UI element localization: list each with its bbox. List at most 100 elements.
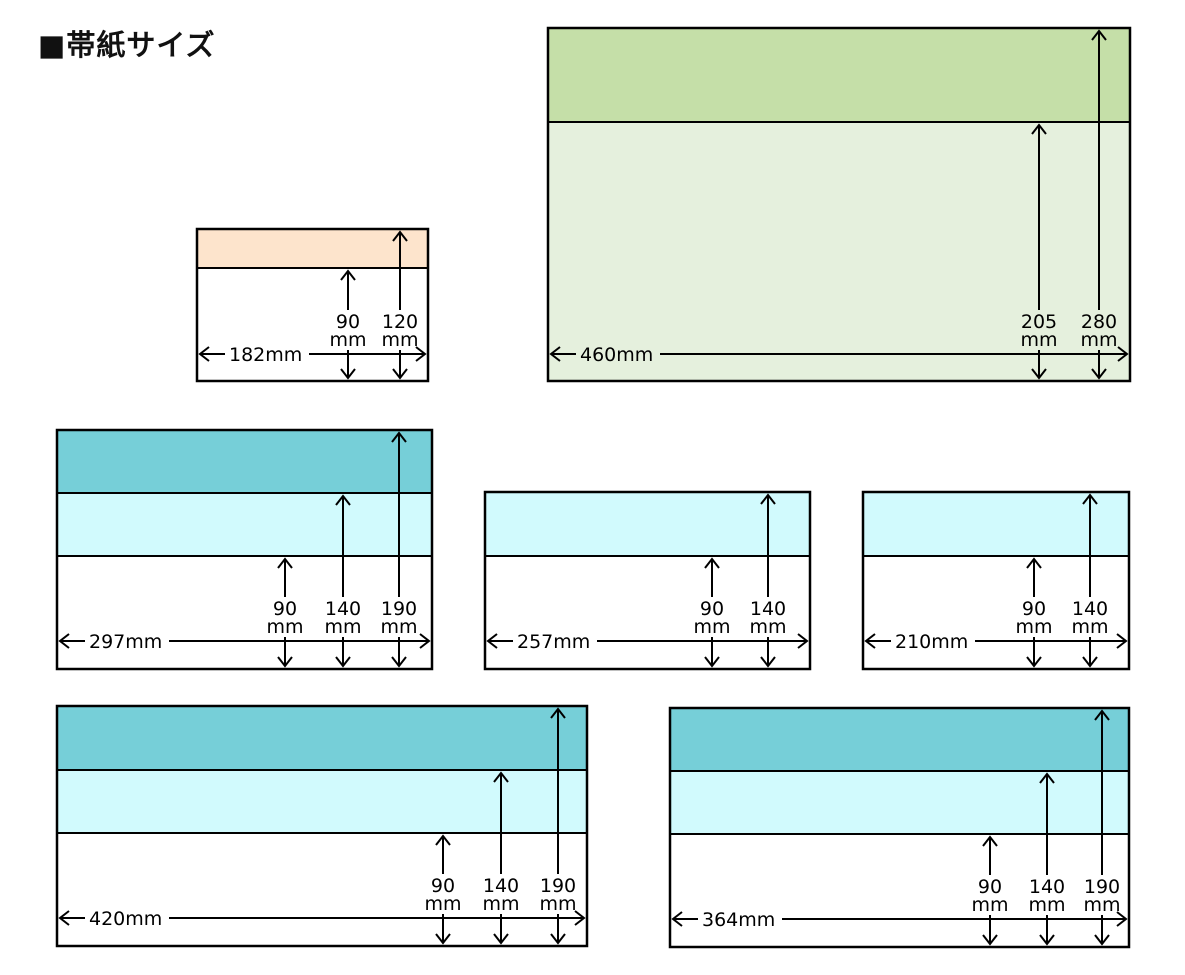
band-fill: [485, 492, 810, 556]
height-value: 90: [1022, 598, 1046, 620]
height-value: 90: [700, 598, 724, 620]
label-backing: [225, 342, 309, 366]
arrowhead-right-icon: [574, 910, 586, 926]
label-backing: [690, 597, 734, 637]
height-unit: mm: [749, 616, 786, 638]
width-dimension: 364mm: [671, 907, 1128, 931]
arrowhead-right-icon: [415, 346, 427, 362]
band-fill: [57, 493, 432, 556]
label-backing: [513, 629, 597, 653]
width-label: 257mm: [517, 631, 590, 653]
arrowhead-right-icon: [419, 633, 431, 649]
width-dimension: 460mm: [549, 342, 1129, 366]
panel-frame: [55, 704, 589, 948]
width-label: 420mm: [89, 908, 162, 930]
arrowhead-left-icon: [198, 346, 210, 362]
height-value: 140: [1029, 876, 1065, 898]
height-value: 90: [273, 598, 297, 620]
panel-frame: [668, 706, 1131, 949]
height-value: 90: [336, 311, 360, 333]
arrowhead-up-icon: [1031, 123, 1047, 135]
arrowhead-up-icon: [982, 835, 998, 847]
arrowhead-up-icon: [340, 269, 356, 281]
arrowhead-down-icon: [335, 656, 351, 668]
band-fill: [670, 708, 1129, 771]
height-value: 190: [540, 875, 576, 897]
arrowhead-down-icon: [277, 656, 293, 668]
band-fill: [57, 706, 587, 770]
arrowhead-up-icon: [704, 557, 720, 569]
arrowhead-up-icon: [1094, 709, 1110, 721]
label-backing: [85, 906, 169, 930]
label-backing: [1080, 875, 1124, 915]
page-title: ■帯紙サイズ: [38, 28, 216, 62]
arrowhead-down-icon: [1039, 934, 1055, 946]
height-value: 190: [381, 598, 417, 620]
arrowhead-up-icon: [1039, 772, 1055, 784]
arrowhead-up-icon: [391, 431, 407, 443]
arrowhead-left-icon: [486, 633, 498, 649]
panel-frame: [861, 490, 1131, 671]
height-unit: mm: [539, 893, 576, 915]
height-unit: mm: [1071, 616, 1108, 638]
label-backing: [698, 907, 782, 931]
height-unit: mm: [380, 616, 417, 638]
label-backing: [576, 342, 660, 366]
arrowhead-right-icon: [1117, 346, 1129, 362]
height-value: 140: [325, 598, 361, 620]
height-unit: mm: [324, 616, 361, 638]
height-unit: mm: [1080, 329, 1117, 351]
arrowhead-down-icon: [340, 368, 356, 380]
panel-frame: [195, 227, 430, 383]
arrowhead-up-icon: [1026, 557, 1042, 569]
label-backing: [1077, 310, 1121, 350]
height-value: 205: [1021, 311, 1057, 333]
width-dimension: 420mm: [58, 906, 586, 930]
arrowhead-up-icon: [493, 771, 509, 783]
arrowhead-left-icon: [864, 633, 876, 649]
arrowhead-down-icon: [1094, 934, 1110, 946]
height-unit: mm: [693, 616, 730, 638]
height-unit: mm: [329, 329, 366, 351]
height-unit: mm: [482, 893, 519, 915]
arrowhead-up-icon: [760, 493, 776, 505]
label-backing: [479, 874, 523, 914]
arrowhead-up-icon: [335, 494, 351, 506]
height-value: 90: [978, 876, 1002, 898]
height-value: 190: [1084, 876, 1120, 898]
arrowhead-right-icon: [1116, 633, 1128, 649]
arrowhead-down-icon: [493, 933, 509, 945]
height-unit: mm: [1020, 329, 1057, 351]
arrowhead-up-icon: [1091, 29, 1107, 41]
label-backing: [263, 597, 307, 637]
label-backing: [378, 310, 422, 350]
height-value: 280: [1081, 311, 1117, 333]
height-value: 90: [431, 875, 455, 897]
arrowhead-up-icon: [435, 834, 451, 846]
height-unit: mm: [381, 329, 418, 351]
arrowhead-down-icon: [982, 934, 998, 946]
height-value: 140: [483, 875, 519, 897]
panel-frame: [55, 428, 434, 671]
width-label: 297mm: [89, 631, 162, 653]
height-value: 140: [750, 598, 786, 620]
